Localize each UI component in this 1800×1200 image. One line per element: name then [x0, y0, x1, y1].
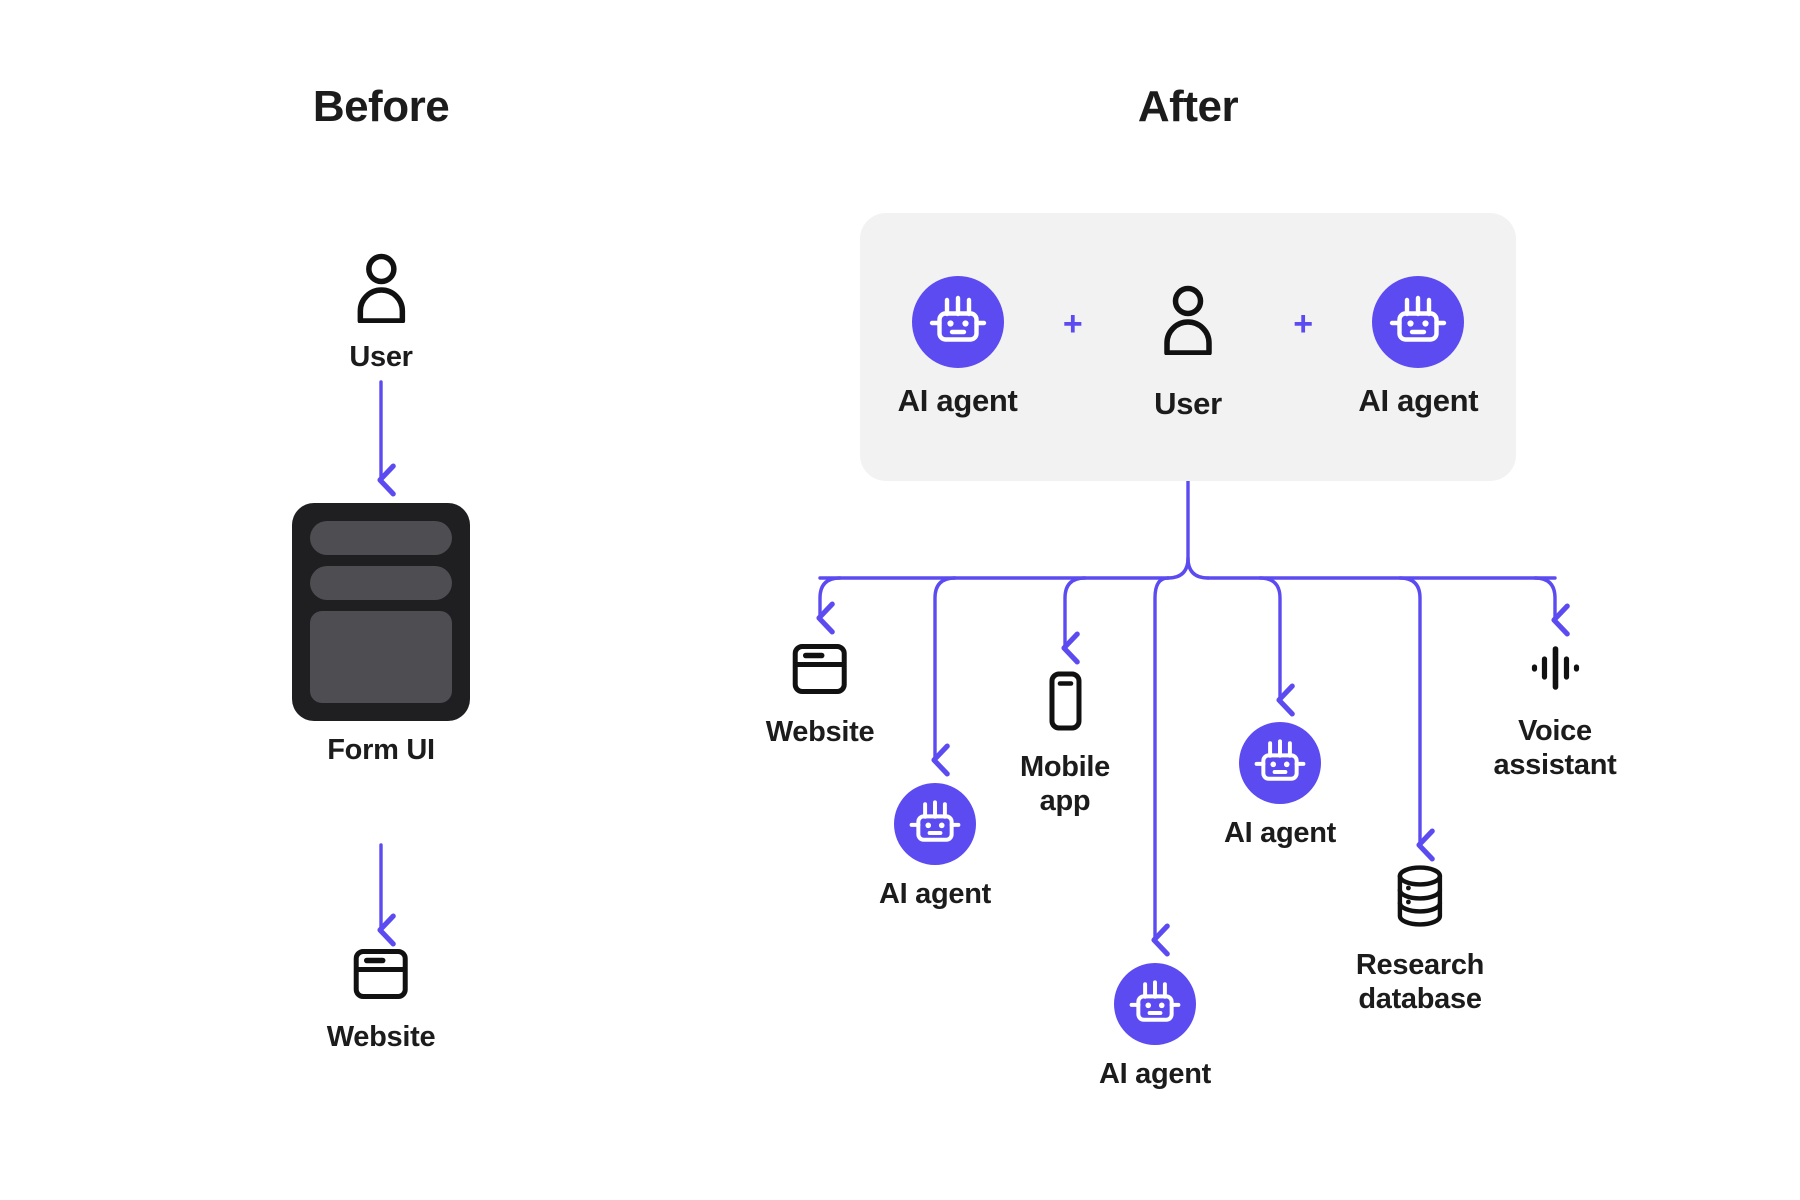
branch-node-voice-assistant[interactable]: Voice assistant — [1493, 640, 1617, 782]
node-label: Website — [326, 1021, 436, 1053]
collaboration-panel: AI agent + User + — [860, 213, 1516, 481]
mobile-app-icon — [1043, 670, 1087, 737]
before-node-website[interactable]: Website — [327, 945, 436, 1053]
node-label: Website — [765, 716, 875, 748]
branch-node-website[interactable]: Website — [766, 640, 875, 748]
node-label-line1: Mobile — [1019, 751, 1111, 783]
robot-icon — [911, 276, 1004, 369]
node-label: Form UI — [327, 734, 435, 766]
robot-icon — [1239, 722, 1321, 804]
node-label-line2: app — [1039, 785, 1091, 818]
branch-research-database — [1398, 576, 1435, 862]
node-label-line1: Voice — [1518, 715, 1592, 747]
before-heading: Before — [312, 82, 450, 131]
panel-node-user[interactable]: User — [1090, 274, 1285, 420]
branch-node-agent-1[interactable]: AI agent — [879, 783, 991, 910]
before-node-user[interactable]: User — [349, 253, 413, 373]
form-bar-1 — [310, 521, 452, 555]
trunk-line-left — [1166, 556, 1190, 580]
before-node-form-ui[interactable]: Form UI — [292, 503, 470, 766]
branch-agent-2 — [1151, 576, 1170, 957]
form-block — [310, 611, 452, 703]
node-label: AI agent — [1358, 383, 1479, 419]
branch-agent-1 — [931, 576, 957, 777]
plus-separator-2: + — [1293, 304, 1314, 343]
branch-voice-assistant — [1533, 576, 1570, 637]
node-label: AI agent — [897, 383, 1018, 419]
website-icon — [791, 640, 849, 703]
voice-assistant-icon — [1527, 640, 1583, 701]
branch-node-mobile-app[interactable]: Mobile app — [1020, 670, 1110, 818]
after-heading: After — [1137, 82, 1239, 131]
node-label-line2: database — [1358, 983, 1482, 1016]
node-label: AI agent — [1099, 1058, 1211, 1090]
node-label: User — [1154, 385, 1222, 421]
node-label: AI agent — [879, 878, 991, 910]
robot-icon — [1372, 276, 1465, 369]
trunk-line — [1186, 479, 1210, 580]
database-icon — [1389, 862, 1451, 935]
branch-node-agent-2[interactable]: AI agent — [1099, 963, 1211, 1090]
branch-mobile-app — [1061, 576, 1087, 665]
node-label-line1: Research — [1355, 949, 1485, 981]
panel-node-agent-left[interactable]: AI agent — [860, 276, 1055, 419]
branch-node-agent-3[interactable]: AI agent — [1224, 722, 1336, 849]
branch-website — [816, 576, 842, 635]
node-label-line2: assistant — [1493, 749, 1617, 782]
plus-separator-1: + — [1062, 304, 1083, 343]
panel-node-agent-right[interactable]: AI agent — [1321, 276, 1516, 419]
branch-node-research-database[interactable]: Research database — [1356, 862, 1484, 1016]
website-icon — [352, 945, 410, 1008]
robot-icon — [894, 783, 976, 865]
user-icon — [1160, 274, 1216, 371]
node-label: User — [349, 341, 413, 373]
user-icon — [353, 253, 409, 328]
branch-agent-3 — [1258, 576, 1295, 717]
node-label: AI agent — [1224, 817, 1336, 849]
form-bar-2 — [310, 566, 452, 600]
form-ui-icon — [292, 503, 470, 721]
robot-icon — [1114, 963, 1196, 1045]
